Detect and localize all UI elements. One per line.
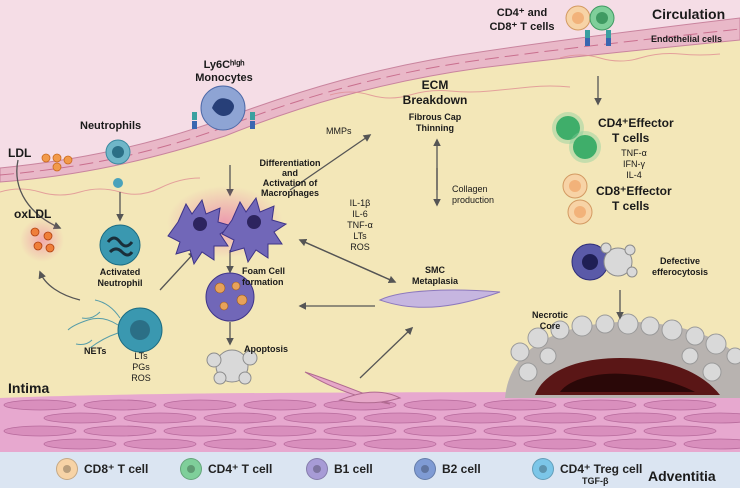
apoptotic-cell — [206, 349, 258, 385]
cd4-product-il4: IL-4 — [626, 170, 642, 180]
smc-cells — [304, 371, 402, 405]
nets-label: NETs — [84, 346, 107, 356]
foam-cell-label-2: formation — [242, 277, 284, 287]
fibrous-cap-label-2: Thinning — [416, 123, 454, 133]
cd4-effector-cell — [556, 116, 580, 140]
cd8-effector-label-1: CD8⁺Effector — [596, 184, 672, 198]
legend-tgfb-label: TGF-β — [582, 476, 609, 486]
cd4-effector-label-2: T cells — [612, 131, 650, 145]
cd8-t-cell-icon — [56, 458, 78, 480]
b1-cell-icon — [306, 458, 328, 480]
legend-b2-cell: B2 cell — [414, 458, 481, 480]
smc-metaplasia-cell — [378, 289, 501, 308]
differentiation-label-3: Activation of — [262, 178, 318, 188]
pathway-arrows — [16, 76, 624, 379]
elastic-fibers — [0, 53, 721, 196]
cd8-effector-label-2: T cells — [612, 199, 650, 213]
cytokine-lts: LTs — [353, 231, 367, 241]
ecm-label-2: Breakdown — [402, 93, 468, 107]
cytokine-tnfa: TNF-α — [347, 220, 373, 230]
legend-cd4-label: CD4⁺ T cell — [208, 462, 273, 476]
differentiation-label-4: Macrophages — [260, 188, 320, 198]
foam-cell-label-1: Foam Cell — [242, 266, 286, 276]
treg-cell-icon — [532, 458, 554, 480]
legend-cd4-t-cell: CD4⁺ T cell — [180, 458, 272, 480]
circulation-label: Circulation — [652, 6, 726, 22]
legend-treg-label: CD4⁺ Treg cell — [560, 462, 643, 476]
legend-b1-cell: B1 cell — [306, 458, 373, 480]
oxldl-particles — [30, 227, 55, 253]
oxldl-label: oxLDL — [14, 207, 52, 221]
intima-label: Intima — [8, 380, 50, 396]
legend-cd8-t-cell: CD8⁺ T cell — [56, 458, 148, 480]
circulation-region — [0, 0, 740, 168]
cd4-cd8-label-1: CD4⁺ and — [496, 7, 548, 19]
nets-product-pgs: PGs — [132, 362, 150, 372]
b2-cell-icon — [414, 458, 436, 480]
legend-treg-cell: CD4⁺ Treg cell — [532, 458, 642, 480]
legend-b2-label: B2 cell — [442, 462, 481, 476]
monocytes-label: Monocytes — [195, 72, 253, 84]
ly6c-label: Ly6Cʰⁱᵍʰ — [203, 59, 245, 71]
smc-label-1: SMC — [425, 265, 445, 275]
cytokine-il1b: IL-1β — [349, 198, 371, 208]
cd4-effector-label-1: CD4⁺Effector — [598, 116, 674, 130]
cd4-product-tnfa: TNF-α — [621, 148, 647, 158]
cd4-t-cell-icon — [180, 458, 202, 480]
oxldl-glow — [20, 218, 64, 262]
neutrophils-label: Neutrophils — [80, 120, 142, 132]
efferocytosis-apoptotic — [600, 242, 638, 278]
media-smc-cells — [3, 399, 740, 450]
apoptosis-label: Apoptosis — [244, 344, 288, 354]
differentiation-label-1: Differentiation — [259, 158, 321, 168]
cd4-cd8-label-2: CD8⁺ T cells — [489, 21, 555, 33]
activated-neutrophil-label-2: Neutrophil — [97, 278, 143, 288]
ecm-label-1: ECM — [421, 78, 449, 92]
legend-b1-label: B1 cell — [334, 462, 373, 476]
nets-product-ros: ROS — [131, 373, 151, 383]
ldl-particles — [41, 153, 73, 172]
ldl-label: LDL — [8, 146, 32, 160]
adhesion-molecules — [192, 30, 611, 129]
collagen-label-1: Collagen — [452, 184, 488, 194]
macrophage-cells — [167, 196, 288, 266]
cytokine-il6: IL-6 — [352, 209, 368, 219]
mmps-label: MMPs — [326, 126, 352, 136]
endothelial-cells-label: Endothelial cells — [651, 34, 723, 44]
adventitia-region — [0, 452, 740, 488]
collagen-label-2: production — [452, 195, 495, 205]
defective-efferocytosis-label-2: efferocytosis — [652, 267, 709, 277]
necrotic-core-label-2: Core — [539, 321, 561, 331]
activated-neutrophil-label-1: Activated — [99, 267, 141, 277]
cytokine-ros: ROS — [350, 242, 370, 252]
nets-product-lts: LTs — [134, 351, 148, 361]
differentiation-label-2: and — [281, 168, 298, 178]
necrotic-core-label-1: Necrotic — [531, 310, 568, 320]
fibrous-cap-label-1: Fibrous Cap — [408, 112, 462, 122]
nets-strands — [67, 299, 121, 349]
activated-neutrophil-cell — [99, 224, 141, 266]
adventitia-label: Adventitia — [648, 468, 716, 484]
cd4-product-ifng: IFN-γ — [623, 159, 645, 169]
smc-label-2: Metaplasia — [411, 276, 459, 286]
defective-efferocytosis-label-1: Defective — [660, 256, 701, 266]
legend-cd8-label: CD8⁺ T cell — [84, 462, 149, 476]
